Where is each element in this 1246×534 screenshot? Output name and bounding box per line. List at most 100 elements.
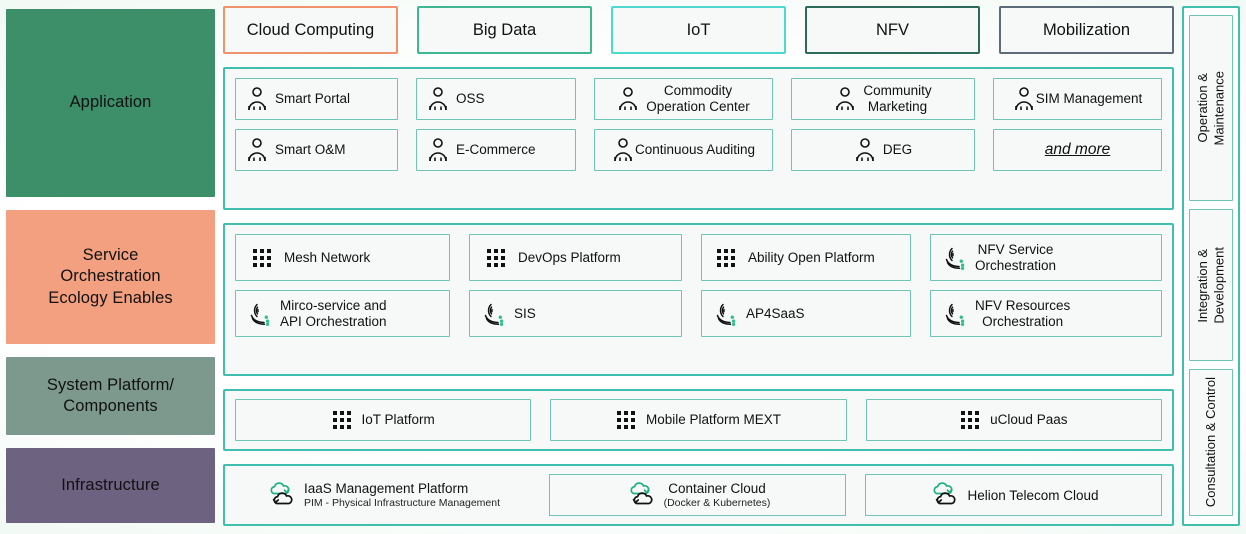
tab-iot[interactable]: IoT	[611, 6, 786, 54]
service-item-nfv-service-orchestration[interactable]: NFV Service Orchestration	[930, 234, 1162, 281]
service-item-label: NFV Resources Orchestration	[975, 297, 1071, 329]
infra-item-subtitle: PIM - Physical Infrastructure Management	[303, 496, 501, 509]
person-icon	[856, 138, 874, 162]
service-row-2: Mirco-service and API Orchestration	[235, 290, 1162, 337]
system-layer-band: IoT Platform Mobile Platform MEXT	[223, 389, 1174, 451]
service-item-label: NFV Service Orchestration	[975, 241, 1057, 273]
orchestration-icon	[716, 303, 736, 326]
tab-nfv[interactable]: NFV	[805, 6, 980, 54]
app-item-label: Smart Portal	[275, 91, 351, 107]
app-item-continuous-auditing[interactable]: Continuous Auditing	[594, 129, 773, 171]
side-panel-label: Consultation & Control	[1202, 377, 1218, 508]
service-item-ability-open-platform[interactable]: Ability Open Platform	[701, 234, 911, 281]
system-item-ucloud-paas[interactable]: uCloud Paas	[865, 399, 1162, 441]
app-item-label: and more	[1044, 140, 1111, 158]
service-item-label: Ability Open Platform	[748, 249, 875, 265]
app-item-smart-o-and-m[interactable]: Smart O&M	[235, 129, 398, 171]
system-item-label: Mobile Platform MEXT	[645, 412, 782, 428]
app-item-commodity-operation-center[interactable]: Commodity Operation Center	[594, 78, 773, 120]
orchestration-icon	[945, 303, 965, 326]
layer-label-service-text: Service Orchestration Ecology Enables	[48, 246, 173, 307]
app-item-oss[interactable]: OSS	[416, 78, 576, 120]
side-panel-label: Operation & Maintenance	[1194, 70, 1226, 146]
layer-label-system: System Platform/ Components	[6, 357, 215, 435]
service-item-ap4saas[interactable]: AP4SaaS	[701, 290, 911, 337]
layer-label-system-text: System Platform/ Components	[46, 375, 175, 415]
service-item-label: AP4SaaS	[746, 305, 805, 321]
layer-label-infrastructure: Infrastructure	[6, 448, 215, 523]
lifecycle-side-column: Operation & Maintenance Integration & De…	[1182, 6, 1240, 526]
cloud-cycle-icon	[270, 482, 293, 505]
layer-label-column: Application Service Orchestration Ecolog…	[6, 6, 215, 526]
service-item-nfv-resources-orchestration[interactable]: NFV Resources Orchestration	[930, 290, 1162, 337]
application-row-1: Smart Portal OSS	[235, 78, 1162, 120]
grid-dots-icon	[253, 248, 271, 267]
system-item-label: uCloud Paas	[990, 412, 1068, 428]
infra-item-title: Helion Telecom Cloud	[967, 487, 1099, 503]
app-item-label: Continuous Auditing	[634, 142, 756, 158]
layer-content-column: Cloud Computing Big Data IoT NFV Mobiliz…	[223, 6, 1174, 526]
app-item-label: DEG	[882, 142, 913, 158]
system-item-iot-platform[interactable]: IoT Platform	[235, 399, 532, 441]
tab-mobilization[interactable]: Mobilization	[999, 6, 1174, 54]
service-item-label: Mirco-service and API Orchestration	[280, 297, 387, 329]
person-icon	[429, 138, 447, 162]
infra-item-title: Container Cloud	[668, 480, 766, 496]
service-item-devops-platform[interactable]: DevOps Platform	[469, 234, 682, 281]
orchestration-icon	[250, 303, 270, 326]
person-icon	[836, 87, 855, 111]
infra-item-subtitle: (Docker & Kubernetes)	[663, 496, 771, 509]
app-item-label: Smart O&M	[275, 142, 346, 158]
application-row-2: Smart O&M E-Commerce	[235, 129, 1162, 171]
orchestration-icon	[484, 303, 504, 326]
service-item-sis[interactable]: SIS	[469, 290, 682, 337]
application-layer-band: Smart Portal OSS	[223, 67, 1174, 210]
person-icon	[429, 87, 447, 111]
grid-dots-icon	[616, 411, 635, 429]
layer-label-service: Service Orchestration Ecology Enables	[6, 210, 215, 344]
service-layer-band: Mesh Network DevOps Platform	[223, 223, 1174, 376]
side-panel-consultation-control[interactable]: Consultation & Control	[1189, 369, 1233, 516]
app-item-and-more[interactable]: and more	[993, 129, 1162, 171]
tab-big-data-label: Big Data	[472, 20, 537, 39]
person-icon	[248, 138, 266, 162]
app-item-sim-management[interactable]: SIM Management	[993, 78, 1162, 120]
grid-dots-icon	[487, 248, 505, 267]
person-icon	[614, 138, 632, 162]
system-item-mobile-platform-mext[interactable]: Mobile Platform MEXT	[550, 399, 847, 441]
person-icon	[1014, 87, 1033, 111]
tab-mobilization-label: Mobilization	[1042, 20, 1131, 39]
infra-item-helion-telecom-cloud[interactable]: Helion Telecom Cloud	[865, 474, 1162, 516]
infra-item-title: IaaS Management Platform	[303, 480, 469, 496]
tab-cloud-computing[interactable]: Cloud Computing	[223, 6, 398, 54]
app-item-label: OSS	[456, 91, 485, 107]
system-item-label: IoT Platform	[361, 412, 435, 428]
service-item-label: SIS	[514, 305, 536, 321]
infra-item-container-cloud[interactable]: Container Cloud (Docker & Kubernetes)	[549, 474, 846, 516]
side-panel-operation-maintenance[interactable]: Operation & Maintenance	[1189, 15, 1233, 201]
person-icon	[619, 87, 638, 111]
grid-dots-icon	[717, 248, 735, 267]
service-item-label: DevOps Platform	[518, 249, 621, 265]
app-item-label: SIM Management	[1035, 91, 1143, 107]
tab-big-data[interactable]: Big Data	[417, 6, 592, 54]
service-row-1: Mesh Network DevOps Platform	[235, 234, 1162, 281]
cloud-cycle-icon	[933, 482, 957, 505]
app-item-smart-portal[interactable]: Smart Portal	[235, 78, 398, 120]
app-item-community-marketing[interactable]: Community Marketing	[791, 78, 975, 120]
grid-dots-icon	[332, 411, 351, 429]
app-item-label: E-Commerce	[456, 142, 536, 158]
grid-dots-icon	[961, 411, 980, 429]
side-panel-integration-development[interactable]: Integration & Development	[1189, 209, 1233, 361]
person-icon	[248, 87, 266, 111]
infra-item-iaas-management-platform[interactable]: IaaS Management Platform PIM - Physical …	[235, 474, 530, 516]
app-item-deg[interactable]: DEG	[791, 129, 975, 171]
tab-iot-label: IoT	[686, 20, 711, 39]
app-item-e-commerce[interactable]: E-Commerce	[416, 129, 576, 171]
tab-cloud-computing-label: Cloud Computing	[246, 20, 375, 39]
app-item-label: Commodity Operation Center	[646, 83, 750, 114]
service-item-mesh-network[interactable]: Mesh Network	[235, 234, 450, 281]
service-item-label: Mesh Network	[284, 249, 371, 265]
service-item-micro-service-api-orchestration[interactable]: Mirco-service and API Orchestration	[235, 290, 450, 337]
